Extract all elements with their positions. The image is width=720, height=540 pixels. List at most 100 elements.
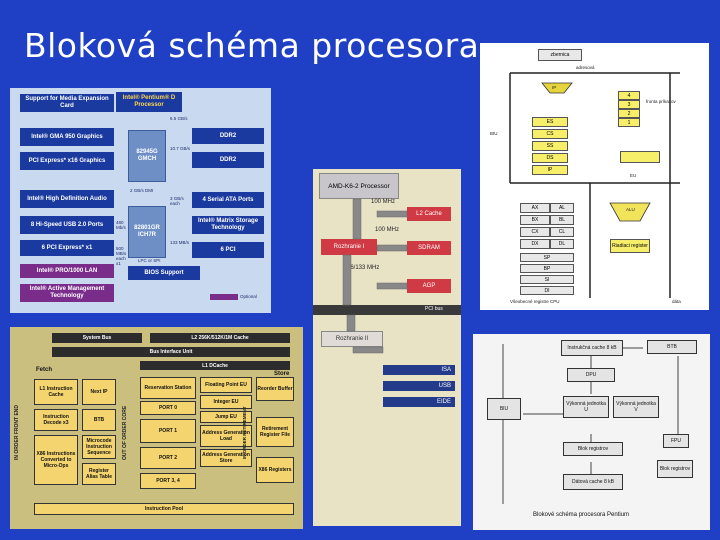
queue-label: fronta príkazov bbox=[646, 99, 676, 104]
zbernica-box: zbernica bbox=[538, 49, 582, 61]
label-pci-bw: 133 MB/s bbox=[170, 240, 190, 245]
label-pcie-bw: 500 MB/s each x1 bbox=[116, 246, 127, 266]
retirement-rf: Retirement Register File bbox=[256, 417, 294, 447]
pcie-x16-box: PCI Express* x16 Graphics bbox=[20, 152, 114, 170]
ich-chip: 82801GR ICH7R bbox=[128, 206, 166, 258]
biu-label: BIU bbox=[490, 131, 498, 136]
dpu-box: DPU bbox=[567, 368, 615, 382]
pentium-diagram: Instrukčná cache 8 kB BTB DPU BIU Výkonn… bbox=[473, 334, 710, 530]
amd-k6-diagram: AMD-K6-2 Processor 100 MHz L2 Cache 100 … bbox=[313, 169, 461, 526]
label-usb-bw: 480 Mb/s bbox=[116, 220, 126, 230]
register-block: Blok registrov bbox=[563, 442, 623, 456]
instruction-cache: Instrukčná cache 8 kB bbox=[561, 340, 623, 356]
queue-4: 4 bbox=[618, 91, 640, 100]
reg-di: DI bbox=[520, 286, 574, 295]
legend-label: Optional bbox=[240, 294, 257, 299]
l1-dcache: L1 DCache bbox=[140, 361, 290, 370]
reg-si: SI bbox=[520, 275, 574, 284]
retire-label: IN ORDER RETIREMENT bbox=[242, 406, 247, 460]
agp-box: AGP bbox=[407, 279, 451, 293]
reorder-buffer: Reorder Buffer bbox=[256, 377, 294, 401]
fpu-box: FPU bbox=[663, 434, 689, 448]
slide-title: Bloková schéma procesora bbox=[24, 26, 480, 65]
pentium-caption: Blokové schéma procesora Pentium bbox=[533, 512, 630, 518]
integer-eu: Integer EU bbox=[200, 395, 252, 409]
amd-cpu-box: AMD-K6-2 Processor bbox=[319, 173, 399, 199]
btb-box: BTB bbox=[82, 409, 116, 431]
microcode-box: Microcode Instruction Sequence bbox=[82, 435, 116, 459]
pci-box: 6 PCI bbox=[192, 242, 264, 258]
ip-adder-label: IP bbox=[552, 85, 557, 90]
jump-eu: Jump EU bbox=[200, 411, 252, 423]
label-dmi: 2 GB/s DMI bbox=[130, 188, 154, 193]
bus-100b-label: 100 MHz bbox=[375, 227, 400, 233]
eu-label: EU bbox=[630, 173, 637, 178]
system-bus: System Bus bbox=[52, 333, 142, 343]
amd-arrows bbox=[342, 198, 408, 354]
port-34: PORT 3, 4 bbox=[140, 473, 196, 489]
reg-bp: BP bbox=[520, 264, 574, 273]
media-card-box: Support for Media Expansion Card bbox=[20, 94, 114, 112]
reg-sp: SP bbox=[520, 253, 574, 262]
pci-bus-bar bbox=[313, 305, 461, 315]
adresova-label: adresová bbox=[576, 65, 595, 70]
gma-box: Intel® GMA 950 Graphics bbox=[20, 128, 114, 146]
reg-dx: DX bbox=[520, 239, 550, 249]
reservation-station: Reservation Station bbox=[140, 377, 196, 399]
agu-load: Address Generation Load bbox=[200, 425, 252, 447]
x86-registers: X86 Registers bbox=[256, 457, 294, 483]
label-mem-bw: 10.7 GB/s bbox=[170, 146, 191, 151]
matrix-storage-box: Intel® Matrix Storage Technology bbox=[192, 216, 264, 234]
pentium-lines bbox=[502, 344, 679, 504]
reg-cx: CX bbox=[520, 227, 550, 237]
schematic-lines bbox=[509, 72, 680, 298]
queue-3: 3 bbox=[618, 100, 640, 109]
legend-swatch bbox=[210, 294, 238, 300]
l1-icache: L1 Instruction Cache bbox=[34, 379, 78, 405]
register-alias: Register Alias Table bbox=[82, 463, 116, 485]
l2-cache-bar: L2 256K/512K/1M Cache bbox=[150, 333, 290, 343]
control-box bbox=[620, 151, 660, 163]
amt-box: Intel® Active Management Technology bbox=[20, 284, 114, 302]
rozhranie-1-box: Rozhranie I bbox=[321, 239, 377, 255]
queue-1: 1 bbox=[618, 118, 640, 127]
queue-2: 2 bbox=[618, 109, 640, 118]
next-ip: Next IP bbox=[82, 379, 116, 405]
ddr2-box-2: DDR2 bbox=[192, 152, 264, 168]
v-pipe: Výkonná jednotka V bbox=[613, 396, 659, 418]
bus-66-label: 66/133 MHz bbox=[347, 265, 380, 271]
port-2: PORT 2 bbox=[140, 447, 196, 469]
port-1: PORT 1 bbox=[140, 419, 196, 443]
btb-box: BTB bbox=[647, 340, 697, 354]
instruction-pool: Instruction Pool bbox=[34, 503, 294, 515]
ooo-label: OUT OF ORDER CORE bbox=[122, 405, 128, 461]
pci-bus-label: PCI bus bbox=[425, 306, 443, 312]
reg-ss: SS bbox=[532, 141, 568, 151]
fp-eu: Floating Point EU bbox=[200, 377, 252, 393]
decode-box: Instruction Decode x3 bbox=[34, 409, 78, 431]
register-schematic: zbernica adresová IP ES CS SS DS IP 4 3 … bbox=[480, 43, 709, 310]
alu-label: ALU bbox=[626, 207, 635, 212]
biu-box: BIU bbox=[487, 398, 521, 420]
chipset-diagram: Support for Media Expansion Card Intel® … bbox=[10, 88, 271, 313]
l2-cache-box: L2 Cache bbox=[407, 207, 451, 221]
bios-box: BIOS Support bbox=[128, 266, 200, 280]
cpu-box: Intel® Pentium® D Processor bbox=[116, 92, 182, 112]
reg-dl: DL bbox=[550, 239, 574, 249]
label-sata-bw: 3 GB/s each bbox=[170, 196, 184, 206]
usb-box: 8 Hi-Speed USB 2.0 Ports bbox=[20, 216, 114, 234]
isa-bar: ISA bbox=[383, 365, 455, 375]
flags-box: Riadiaci register bbox=[610, 239, 650, 253]
reg-ip: IP bbox=[532, 165, 568, 175]
sata-box: 4 Serial ATA Ports bbox=[192, 192, 264, 208]
usb-bar: USB bbox=[383, 381, 455, 391]
ddr2-box-1: DDR2 bbox=[192, 128, 264, 144]
pcie-x1-box: 6 PCI Express* x1 bbox=[20, 240, 114, 256]
x86-converted: X86 Instructions Converted to Micro-Ops bbox=[34, 435, 78, 485]
reg-bx: BX bbox=[520, 215, 550, 225]
data-cache: Dátová cache 8 kB bbox=[563, 474, 623, 490]
lan-box: Intel® PRO/1000 LAN bbox=[20, 264, 114, 278]
reg-cs: CS bbox=[532, 129, 568, 139]
rozhranie-2-box: Rozhranie II bbox=[321, 331, 383, 347]
microarch-diagram: System Bus L2 256K/512K/1M Cache Bus Int… bbox=[10, 327, 303, 529]
